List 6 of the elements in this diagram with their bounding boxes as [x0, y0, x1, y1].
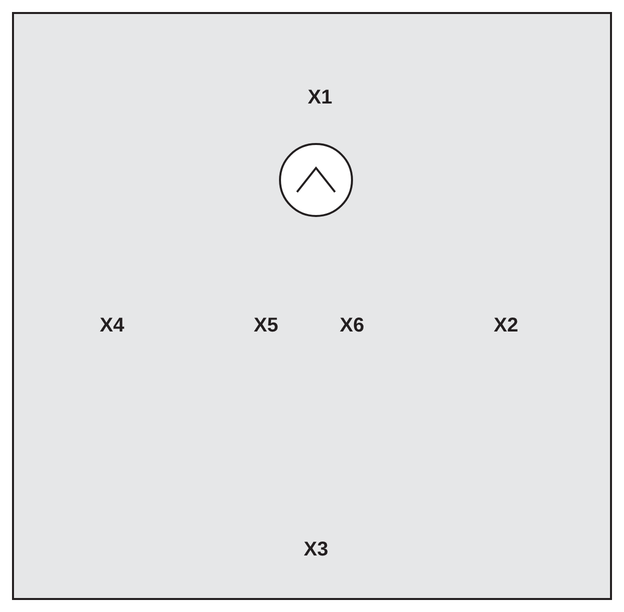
label: X6 — [340, 314, 364, 338]
label: X3 — [304, 538, 328, 562]
label: X1 — [308, 86, 332, 110]
label: X4 — [100, 314, 124, 338]
label: X2 — [494, 314, 518, 338]
label: X5 — [254, 314, 278, 338]
